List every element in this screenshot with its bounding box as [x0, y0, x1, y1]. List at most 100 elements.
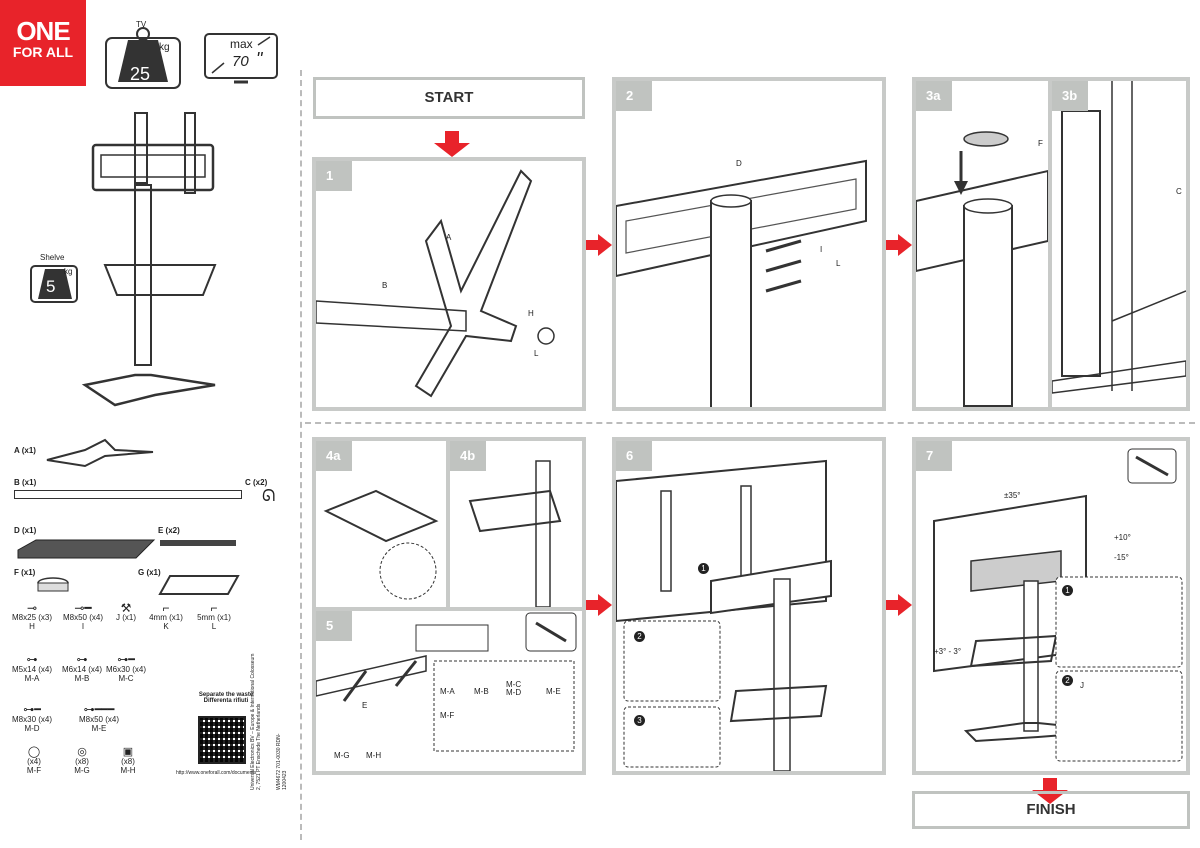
step-6-panel: 6 1 2 3: [612, 437, 886, 775]
part-c-label: C (x2): [245, 478, 268, 487]
tv-weight-value: 25: [130, 64, 151, 84]
part-f-cap: [36, 576, 70, 594]
part-k-label: K: [163, 622, 169, 631]
qr-code[interactable]: [198, 716, 246, 764]
callout-d: D: [736, 159, 742, 168]
step-5-tag: 5: [316, 611, 352, 641]
part-g-shelf: [158, 574, 240, 598]
callout-ma: M-A: [440, 687, 455, 696]
part-e-label: E (x2): [158, 526, 180, 535]
part-l-size: 5mm (x1): [197, 613, 231, 622]
callout-me: M-E: [546, 687, 561, 696]
brand-logo: ONE FOR ALL: [0, 0, 86, 86]
brand-line2: FOR ALL: [12, 44, 74, 60]
horizontal-divider: [305, 422, 1195, 424]
step-3b-illustration: [1052, 81, 1186, 394]
step-3b-number: 3b: [1062, 88, 1078, 103]
finish-banner: FINISH: [912, 791, 1190, 829]
part-k: ⌐ 4mm (x1) K: [146, 602, 186, 631]
document-code: WM4672 701-0030 RDN-1200423: [276, 733, 288, 790]
tv-weight-icon: TV 25 kg: [103, 20, 183, 90]
part-k-size: 4mm (x1): [149, 613, 183, 622]
tilt-down-range: -15°: [1114, 553, 1129, 562]
callout-f: F: [1038, 139, 1043, 148]
start-banner: START: [313, 77, 585, 119]
part-l-label: L: [211, 622, 217, 631]
arrow-6-to-7: [886, 594, 912, 616]
part-mg: ◎ (x8) M-G: [62, 747, 102, 776]
step-1-tag: 1: [316, 161, 352, 191]
part-e-arms: [158, 538, 238, 550]
callout-b: B: [382, 281, 388, 290]
vertical-divider: [300, 70, 302, 840]
step-3b-panel: 3b C: [1048, 77, 1190, 411]
tv-kg-unit: kg: [159, 42, 170, 53]
part-b-label: B (x1): [14, 478, 37, 487]
waste-note-line2: Differenta rifiuti: [203, 698, 249, 704]
tv-label: TV: [136, 20, 147, 29]
part-md-size: M8x30 (x4): [12, 715, 53, 724]
callout-a: A: [446, 233, 452, 242]
step-6-sub-1: 1: [698, 563, 709, 574]
shelve-weight-icon: Shelve 5 kg: [30, 253, 78, 303]
max-label: max: [230, 37, 253, 51]
callout-i: I: [820, 245, 823, 254]
part-me: ⊶━━━ M8x50 (x4) M-E: [74, 705, 124, 734]
finish-label: FINISH: [1026, 801, 1076, 818]
level-range: +3° - 3°: [934, 647, 962, 656]
callout-h: H: [528, 309, 534, 318]
step-4a-number: 4a: [326, 448, 341, 463]
part-h-size: M8x25 (x3): [12, 613, 53, 622]
step-2-number: 2: [626, 88, 634, 103]
step-7-sub-1: 1: [1062, 585, 1073, 596]
callout-mf: M-F: [440, 711, 455, 720]
arrow-2-to-3: [886, 234, 912, 256]
step-6-sub-2: 2: [634, 631, 645, 642]
part-mf: ◯ (x4) M-F: [14, 747, 54, 776]
start-arrow: [434, 131, 470, 157]
part-me-label: M-E: [91, 724, 107, 733]
callout-c: C: [1176, 187, 1182, 196]
step-2-illustration: [616, 159, 867, 407]
shelve-weight-value: 5: [46, 277, 56, 296]
callout-mb: M-B: [474, 687, 489, 696]
part-md: ⊶━ M8x30 (x4) M-D: [12, 704, 53, 734]
part-me-size: M8x50 (x4): [78, 715, 119, 724]
step-1-illustration: [316, 169, 555, 398]
part-mb-label: M-B: [74, 674, 90, 683]
step-1-number: 1: [326, 168, 334, 183]
part-mf-count: (x4): [27, 757, 41, 766]
part-a-label: A (x1): [14, 446, 36, 455]
part-mf-label: M-F: [26, 766, 42, 775]
step-1-panel: 1 A B H L: [312, 157, 586, 411]
shelve-label: Shelve: [40, 253, 65, 262]
step-6-tag: 6: [616, 441, 652, 471]
brand-line1: ONE: [16, 16, 70, 46]
part-d-label: D (x1): [14, 526, 37, 535]
part-mg-count: (x8): [75, 757, 89, 766]
step-6-number: 6: [626, 448, 634, 463]
step-3a-number: 3a: [926, 88, 941, 103]
step-6-sub-3: 3: [634, 715, 645, 726]
documents-url[interactable]: http://www.oneforall.com/documents: [176, 770, 257, 776]
step-3b-tag: 3b: [1052, 81, 1088, 111]
part-i-size: M8x50 (x4): [62, 613, 103, 622]
callout-mh: M-H: [366, 751, 382, 760]
part-ma-label: M-A: [24, 674, 40, 683]
company-address: Universal Electronics BV – Europe & Inte…: [250, 653, 262, 790]
step-2-panel: 2 D I L: [612, 77, 886, 411]
stand-overview-illustration: [75, 105, 225, 410]
part-mb: ⊶ M6x14 (x4) M-B: [62, 654, 103, 684]
step-4a-panel: 4a: [312, 437, 450, 611]
step-4a-tag: 4a: [316, 441, 352, 471]
arrow-1-to-2: [586, 234, 612, 256]
step-4a-illustration: [323, 489, 439, 600]
part-ma-size: M5x14 (x4): [12, 665, 53, 674]
step-6-illustration: [616, 459, 832, 771]
step-4b-number: 4b: [460, 448, 476, 463]
step-2-tag: 2: [616, 81, 652, 111]
part-i: ⊸━ M8x50 (x4) I: [62, 601, 103, 631]
step-7-number: 7: [926, 448, 934, 463]
step-7-sub-2: 2: [1062, 675, 1073, 686]
callout-mg: M-G: [334, 751, 350, 760]
